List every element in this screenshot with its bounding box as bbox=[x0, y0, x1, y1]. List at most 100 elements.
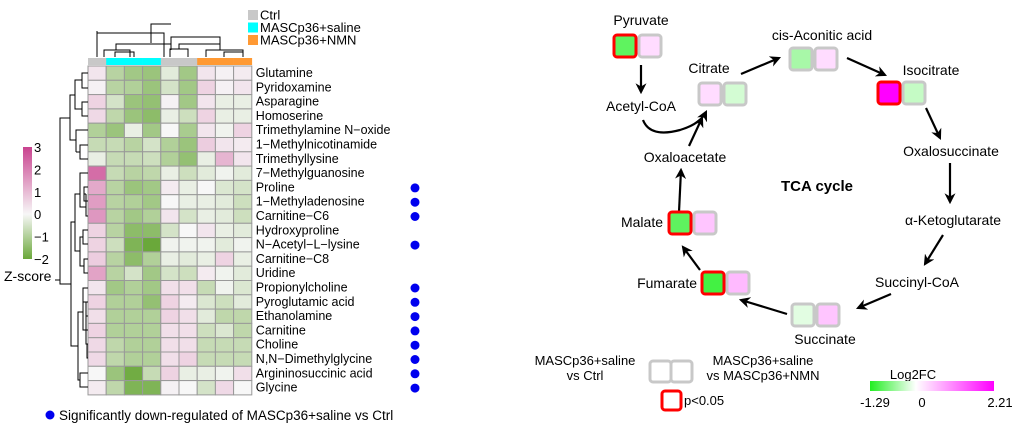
tca-node-label: Succinyl-CoA bbox=[875, 274, 960, 290]
heatmap-cell bbox=[105, 108, 125, 124]
heatmap-cell bbox=[160, 308, 180, 324]
tca-fc-box bbox=[637, 33, 663, 59]
heatmap-cell bbox=[214, 251, 235, 267]
heatmap-cell bbox=[160, 94, 180, 110]
heatmap-cell bbox=[178, 380, 198, 396]
tca-node-label: cis-Aconitic acid bbox=[772, 27, 872, 43]
legend-left-line1: MASCp36+saline bbox=[535, 353, 636, 368]
heatmap-cell bbox=[87, 222, 107, 239]
heatmap-cell bbox=[87, 351, 107, 367]
heatmap-cell bbox=[142, 265, 162, 282]
heatmap-cell bbox=[233, 151, 253, 167]
zscore-tick-label: −1 bbox=[34, 230, 49, 245]
heatmap-cell bbox=[178, 280, 198, 296]
tca-node-label: Fumarate bbox=[637, 275, 697, 291]
heatmap-cell bbox=[105, 322, 125, 339]
row-dendrogram bbox=[55, 72, 88, 388]
heatmap-cell bbox=[178, 194, 198, 210]
significance-dots bbox=[410, 183, 420, 393]
heatmap-cell bbox=[142, 222, 162, 239]
heatmap-cell bbox=[196, 122, 216, 138]
tca-fc-box bbox=[667, 210, 693, 236]
heatmap-cell bbox=[233, 365, 253, 382]
heatmap-cell bbox=[178, 65, 198, 81]
heatmap-cell bbox=[160, 365, 180, 382]
group-legend-label: MASCp36+saline bbox=[260, 20, 361, 35]
heatmap-cell bbox=[123, 79, 144, 96]
column-group-cell bbox=[106, 58, 125, 65]
heatmap-cell bbox=[233, 308, 253, 324]
tca-fc-box bbox=[722, 81, 748, 107]
arrow-cisaconitic-isocitrate bbox=[846, 56, 888, 77]
heatmap-cell bbox=[123, 165, 144, 181]
significance-dot bbox=[410, 240, 420, 250]
row-labels: GlutaminePyridoxamineAsparagineHomoserin… bbox=[256, 66, 391, 395]
row-label: Uridine bbox=[256, 266, 296, 280]
heatmap-cell bbox=[105, 308, 125, 324]
tca-fc-box bbox=[692, 210, 718, 236]
heatmap-cell bbox=[142, 108, 162, 124]
tca-legend: MASCp36+saline vs Ctrl MASCp36+saline vs… bbox=[535, 353, 1013, 412]
heatmap-cell bbox=[142, 337, 162, 353]
row-label: Trimethyllysine bbox=[256, 152, 339, 166]
significance-dot bbox=[410, 355, 420, 364]
row-label: Pyridoxamine bbox=[256, 80, 332, 94]
heatmap-cell bbox=[123, 122, 144, 138]
heatmap-cell bbox=[123, 294, 144, 310]
heatmap-cell bbox=[233, 380, 253, 396]
row-label: Carnitine bbox=[256, 323, 306, 337]
column-group-cell bbox=[179, 58, 198, 65]
zscore-tick-label: 2 bbox=[34, 162, 41, 177]
heatmap-cell bbox=[105, 137, 125, 153]
zscore-tick-label: 3 bbox=[34, 140, 41, 155]
heatmap-cell bbox=[87, 179, 107, 196]
heatmap-cell bbox=[160, 151, 180, 167]
tca-fc-box bbox=[700, 270, 726, 296]
heatmap-cell bbox=[160, 337, 180, 353]
heatmap-cell bbox=[214, 94, 235, 110]
heatmap-cell bbox=[123, 380, 144, 396]
heatmap-cell bbox=[160, 222, 180, 239]
heatmap-cell bbox=[233, 122, 253, 138]
heatmap-cell bbox=[87, 251, 107, 267]
heatmap-cell bbox=[214, 108, 235, 124]
heatmap-cell bbox=[160, 380, 180, 396]
heatmap-cell bbox=[142, 94, 162, 110]
heatmap-cell bbox=[160, 351, 180, 367]
heatmap-cell bbox=[123, 351, 144, 367]
heatmap-cell bbox=[233, 265, 253, 282]
heatmap-cell bbox=[233, 194, 253, 210]
heatmap-cell bbox=[87, 122, 107, 138]
heatmap-cell bbox=[178, 79, 198, 96]
tca-node-label: Succinate bbox=[794, 331, 856, 347]
heatmap-cell bbox=[87, 151, 107, 167]
heatmap-cell bbox=[196, 179, 216, 196]
heatmap-cell bbox=[142, 208, 162, 224]
heatmap-cell bbox=[142, 79, 162, 96]
zscore-colorbar-gradient bbox=[23, 147, 32, 259]
zscore-tick-label: 0 bbox=[34, 207, 41, 222]
legend-box-left bbox=[648, 359, 673, 384]
heatmap-cell bbox=[178, 122, 198, 138]
column-group-cell bbox=[88, 58, 107, 65]
tca-node-label: Citrate bbox=[688, 60, 729, 76]
heatmap-cell bbox=[178, 265, 198, 282]
heatmap-cell bbox=[87, 365, 107, 382]
heatmap-cell bbox=[160, 280, 180, 296]
heatmap-cell bbox=[160, 137, 180, 153]
tca-node-fumarate: Fumarate bbox=[637, 270, 751, 296]
heatmap-cell bbox=[87, 65, 107, 81]
heatmap-cell bbox=[87, 265, 107, 282]
zscore-title: Z-score bbox=[4, 268, 52, 284]
heatmap-cell bbox=[123, 322, 144, 339]
heatmap-cell bbox=[196, 79, 216, 96]
heatmap-cell bbox=[160, 108, 180, 124]
heatmap-cell bbox=[123, 208, 144, 224]
heatmap-cell bbox=[214, 179, 235, 196]
row-label: Homoserine bbox=[256, 109, 323, 123]
tca-node-pyruvate: Pyruvate bbox=[612, 12, 669, 59]
heatmap-cell bbox=[178, 222, 198, 239]
tca-node-citrate: Citrate bbox=[688, 60, 748, 107]
legend-right-line1: MASCp36+saline bbox=[713, 353, 814, 368]
